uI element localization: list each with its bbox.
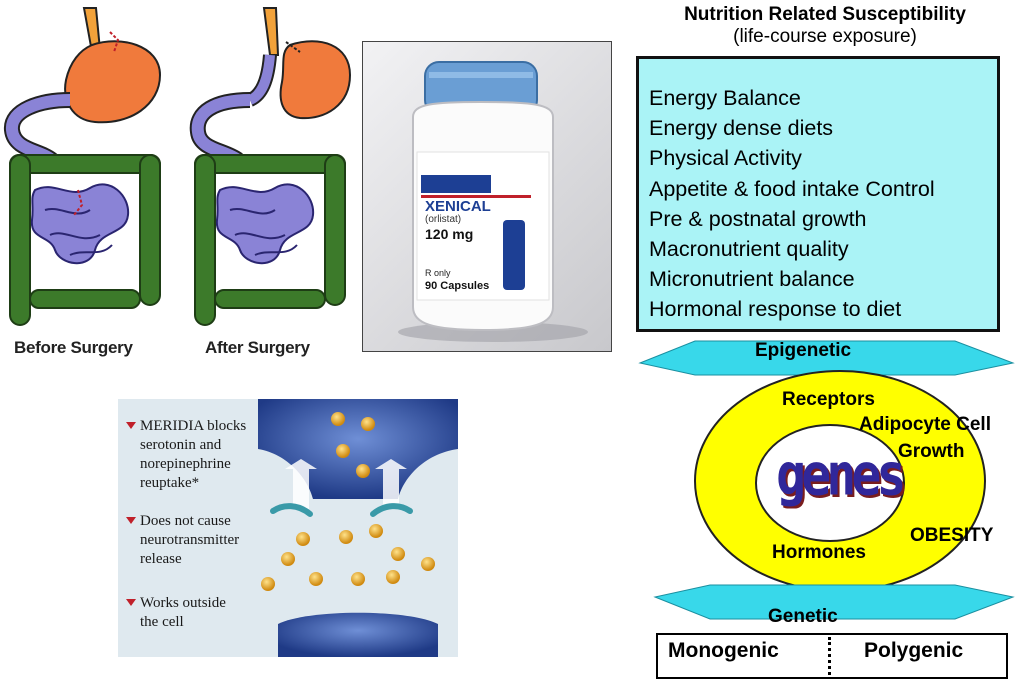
- bottle-dose: 120 mg: [425, 226, 474, 242]
- after-surgery-label: After Surgery: [205, 338, 310, 357]
- factor-item: Micronutrient balance: [649, 267, 855, 292]
- factor-list: Energy Balance Energy dense diets Physic…: [639, 59, 997, 325]
- genetic-label: Genetic: [768, 606, 838, 627]
- monogenic-label: Monogenic: [668, 639, 779, 662]
- factor-item: Energy dense diets: [649, 116, 834, 141]
- bottle-rx: R only: [425, 268, 451, 278]
- synapse-illustration: [258, 399, 458, 657]
- before-surgery-anatomy: [4, 7, 162, 326]
- factor-item: Pre & postnatal growth: [649, 206, 867, 231]
- red-triangle-icon: [126, 599, 136, 606]
- epigenetic-label: Epigenetic: [755, 340, 852, 361]
- meridia-bullet: Does not cause neurotransmitter release: [126, 512, 268, 569]
- surgery-illustration: [4, 7, 352, 326]
- receptors-label: Receptors: [782, 389, 875, 410]
- meridia-mechanism-panel: MERIDIA blocks serotonin and norepinephr…: [118, 399, 458, 657]
- factor-item: Appetite & food intake Control: [649, 176, 935, 201]
- growth-label: Growth: [898, 441, 965, 462]
- susceptibility-subtitle: (life-course exposure): [733, 26, 917, 47]
- mono-poly-box: Monogenic Polygenic: [656, 633, 1008, 679]
- epigenetic-arrow-shape: [638, 340, 1015, 376]
- bottle-generic: (orlistat): [425, 214, 462, 225]
- genes-ring-diagram: [638, 340, 1015, 620]
- bottle-count: 90 Capsules: [425, 280, 490, 292]
- inner-circle: [755, 424, 905, 542]
- hormones-label: Hormones: [772, 542, 866, 563]
- after-surgery-anatomy: [189, 7, 352, 326]
- susceptibility-title: Nutrition Related Susceptibility: [684, 4, 966, 25]
- genetic-arrow-shape: [653, 584, 1015, 620]
- factor-item: Hormonal response to diet: [649, 297, 902, 322]
- pill-bottle-photo: XENICAL (orlistat) 120 mg R only 90 Caps…: [362, 41, 612, 352]
- obesity-label: OBESITY: [910, 525, 994, 546]
- factor-item: Macronutrient quality: [649, 237, 849, 262]
- red-triangle-icon: [126, 422, 136, 429]
- factor-item: Energy Balance: [649, 86, 801, 110]
- genes-center-text: genes: [776, 441, 907, 509]
- bottle-shape: [398, 61, 588, 342]
- meridia-bullet: Works outside the cell: [126, 594, 268, 632]
- before-surgery-label: Before Surgery: [14, 338, 133, 357]
- adipocyte-label: Adipocyte Cell: [859, 414, 991, 435]
- bottle-brand: XENICAL: [425, 198, 491, 215]
- dotted-divider: [828, 637, 831, 675]
- factor-item: Physical Activity: [649, 146, 802, 171]
- meridia-bullet: MERIDIA blocks serotonin and norepinephr…: [126, 417, 268, 493]
- susceptibility-factor-box: Energy Balance Energy dense diets Physic…: [636, 56, 1000, 332]
- red-triangle-icon: [126, 517, 136, 524]
- polygenic-label: Polygenic: [864, 639, 964, 662]
